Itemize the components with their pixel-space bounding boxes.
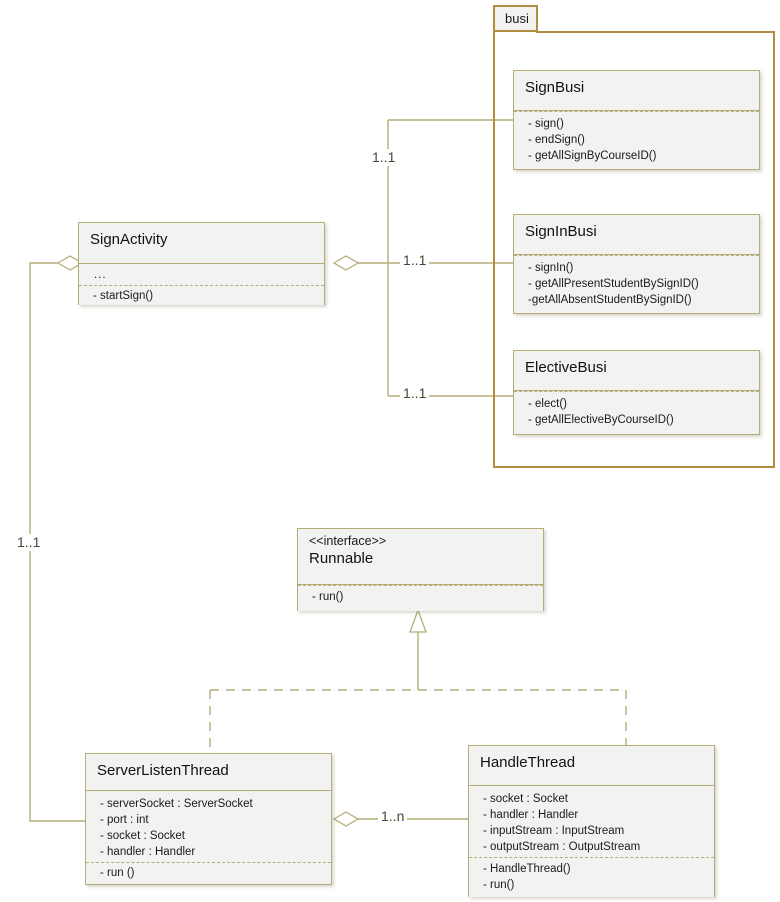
class-name-sign-activity: SignActivity [90, 231, 168, 248]
class-operations-elective-busi: - elect() - getAllElectiveByCourseID() [514, 391, 759, 434]
class-box-server-listen-thread[interactable]: ServerListenThread - serverSocket : Serv… [85, 753, 332, 885]
attribute-line: - outputStream : OutputStream [483, 841, 641, 853]
multiplicity-signactivity-signbusi: 1..1 [369, 149, 399, 166]
class-operations-server-listen-thread: - run () [86, 862, 331, 884]
attribute-line: - socket : Socket [483, 793, 569, 805]
attribute-line: - handler : Handler [100, 846, 196, 858]
operation-line: - sign() [528, 118, 564, 130]
class-name-elective-busi: ElectiveBusi [525, 359, 607, 376]
operation-line: - run() [312, 591, 344, 603]
attribute-line: - socket : Socket [100, 830, 186, 842]
package-body-busi [493, 31, 775, 468]
class-box-handle-thread[interactable]: HandleThread - socket : Socket - handler… [468, 745, 715, 897]
package-name: busi [505, 11, 529, 26]
multiplicity-signactivity-electivebusi: 1..1 [400, 385, 430, 402]
class-operations-sign-activity: - startSign() [79, 285, 324, 305]
aggregation-diamond-serverlistenthread-right [332, 811, 360, 827]
operation-line: - run () [100, 867, 135, 879]
class-header-elective-busi: ElectiveBusi [514, 351, 759, 391]
class-name-runnable: Runnable [309, 550, 374, 567]
aggregation-diamond-signactivity-right [332, 255, 360, 271]
operation-line: - endSign() [528, 134, 585, 146]
package-top-edge [536, 31, 775, 33]
class-box-sign-activity[interactable]: SignActivity ... - startSign() [78, 222, 325, 305]
class-header-handle-thread: HandleThread [469, 746, 714, 786]
attribute-line: - serverSocket : ServerSocket [100, 798, 253, 810]
class-box-runnable[interactable]: <<interface>> Runnable - run() [297, 528, 544, 611]
stereotype-interface: <<interface>> [309, 534, 387, 548]
operation-line: -getAllAbsentStudentBySignID() [528, 294, 692, 306]
class-operations-handle-thread: - HandleThread() - run() [469, 857, 714, 897]
realization-triangle-arrowhead [409, 608, 427, 633]
class-attributes-server-listen-thread: - serverSocket : ServerSocket - port : i… [86, 791, 331, 862]
package-tab-busi: busi [493, 5, 538, 32]
class-header-server-listen-thread: ServerListenThread [86, 754, 331, 791]
attribute-line: - inputStream : InputStream [483, 825, 625, 837]
class-operations-sign-in-busi: - signIn() - getAllPresentStudentBySignI… [514, 255, 759, 313]
operation-line: - getAllPresentStudentBySignID() [528, 278, 699, 290]
class-box-sign-in-busi[interactable]: SignInBusi - signIn() - getAllPresentStu… [513, 214, 760, 314]
class-header-sign-activity: SignActivity [79, 223, 324, 264]
operation-line: - getAllSignByCourseID() [528, 150, 657, 162]
class-operations-runnable: - run() [298, 585, 543, 611]
class-box-elective-busi[interactable]: ElectiveBusi - elect() - getAllElectiveB… [513, 350, 760, 435]
class-attributes-handle-thread: - socket : Socket - handler : Handler - … [469, 786, 714, 857]
class-header-sign-in-busi: SignInBusi [514, 215, 759, 255]
class-name-server-listen-thread: ServerListenThread [97, 762, 229, 779]
attribute-line: - port : int [100, 814, 149, 826]
class-name-sign-in-busi: SignInBusi [525, 223, 597, 240]
multiplicity-signactivity-signinbusi: 1..1 [400, 252, 430, 269]
multiplicity-signactivity-serverlistenthread: 1..1 [14, 534, 44, 551]
class-box-sign-busi[interactable]: SignBusi - sign() - endSign() - getAllSi… [513, 70, 760, 170]
class-operations-sign-busi: - sign() - endSign() - getAllSignByCours… [514, 111, 759, 169]
multiplicity-serverlistenthread-handlethread: 1..n [378, 808, 408, 825]
class-attributes-sign-activity: ... [79, 264, 324, 285]
class-name-sign-busi: SignBusi [525, 79, 585, 96]
class-name-handle-thread: HandleThread [480, 754, 576, 771]
operation-line: - signIn() [528, 262, 574, 274]
operation-line: - HandleThread() [483, 863, 571, 875]
class-header-runnable: <<interface>> Runnable [298, 529, 543, 585]
operation-line: - elect() [528, 398, 567, 410]
operation-line: - run() [483, 879, 515, 891]
attribute-line: - handler : Handler [483, 809, 579, 821]
operation-line: - startSign() [93, 290, 154, 302]
operation-line: - getAllElectiveByCourseID() [528, 414, 674, 426]
class-header-sign-busi: SignBusi [514, 71, 759, 111]
attribute-line: ... [94, 269, 107, 281]
